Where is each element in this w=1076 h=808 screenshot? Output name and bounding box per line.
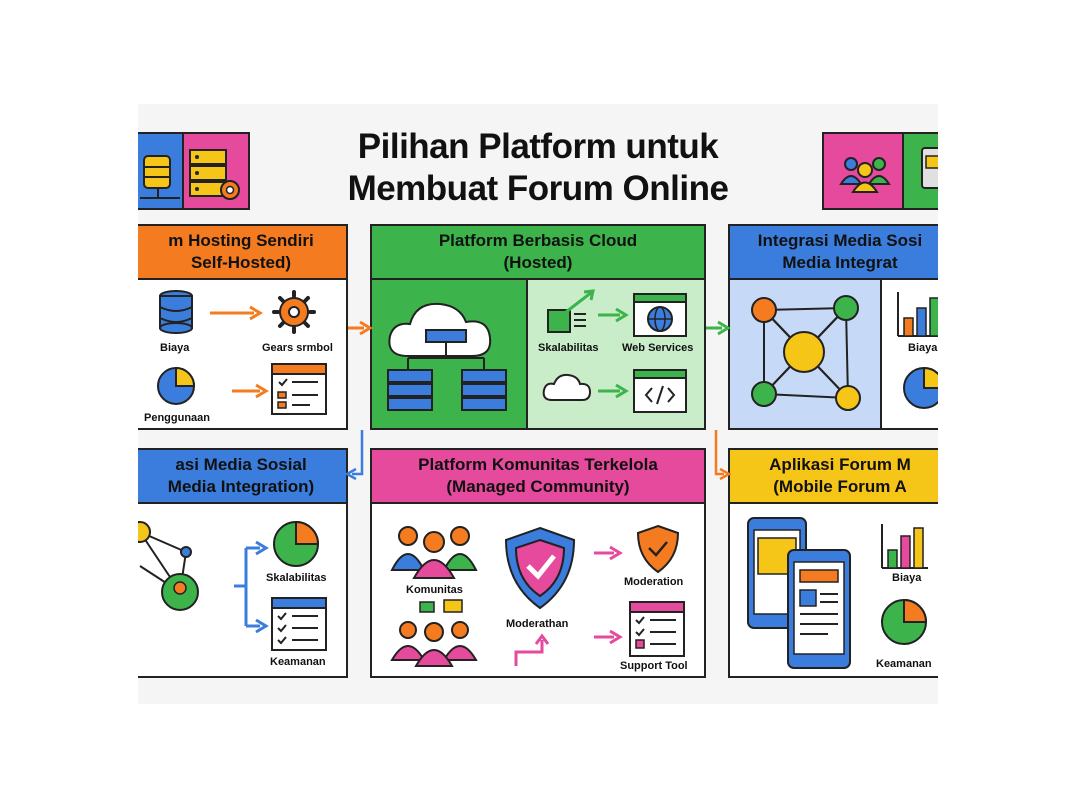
panel-managed-header: Platform Komunitas Terkelola (Managed Co… (372, 450, 704, 504)
people-group-icon (839, 157, 891, 193)
globe-icon (633, 293, 687, 337)
people-group-icon (390, 526, 478, 579)
server-gear-icon-box (182, 132, 250, 210)
database-icon (140, 155, 180, 199)
managed-label-moderation: Moderation (624, 576, 684, 588)
scalability-icon (547, 289, 595, 333)
connector-cloud-to-media-left (344, 430, 364, 481)
panel-self-hosted-header: m Hosting Sendiri Self-Hosted) (138, 226, 346, 280)
mobile-title-line-2: (Mobile Forum A (773, 477, 907, 496)
mobile-chat-icon-box (902, 132, 938, 210)
cloud-label-skalabilitas: Skalabilitas (538, 342, 599, 354)
arrow-right-icon (210, 305, 263, 321)
cloud-server-icon (387, 302, 507, 411)
self-hosted-title-line-2: Self-Hosted) (190, 253, 292, 272)
bar-chart-icon (897, 292, 938, 337)
diagram-title: Pilihan Platform untuk Membuat Forum Onl… (288, 126, 788, 210)
panel-mobile: Aplikasi Forum M (Mobile Forum A Biaya (728, 448, 938, 678)
managed-label-komunitas: Komunitas (406, 584, 463, 596)
panel-media-top-header: Integrasi Media Sosi Media Integrat (730, 226, 938, 280)
pie-chart-icon (903, 366, 938, 409)
managed-label-moderathan: Moderathan (506, 618, 569, 630)
bracket-arrow-icon (234, 540, 269, 634)
shield-check-icon (504, 526, 576, 610)
pie-chart-icon (881, 598, 928, 645)
panel-self-hosted: m Hosting Sendiri Self-Hosted) Biaya Gea… (138, 224, 348, 430)
media-left-title-line-1: asi Media Sosial (175, 455, 307, 474)
cloud-title-line-1: Platform Berbasis Cloud (438, 231, 638, 250)
arrow-right-icon (594, 629, 623, 645)
server-gear-icon (189, 149, 240, 200)
self-hosted-label-penggunaan: Penggunaan (144, 412, 211, 424)
checklist-icon (629, 601, 685, 657)
panel-mobile-header: Aplikasi Forum M (Mobile Forum A (730, 450, 938, 504)
panel-managed: Platform Komunitas Terkelola (Managed Co… (370, 448, 706, 678)
phone-icon (747, 517, 851, 669)
media-top-title-line-2: Media Integrat (782, 253, 898, 272)
cloud-icon (542, 373, 592, 401)
database-icon (159, 290, 193, 334)
media-top-label-biaya: Biaya (908, 342, 938, 354)
shield-check-icon (636, 524, 680, 574)
managed-title-line-2: (Managed Community) (446, 477, 630, 496)
arrow-right-icon (598, 383, 629, 399)
title-line-1: Pilihan Platform untuk (357, 127, 719, 166)
gear-icon (272, 290, 316, 334)
connector-self-to-cloud (348, 320, 373, 336)
mobile-title-line-1: Aplikasi Forum M (769, 455, 911, 474)
people-group-icon-box (822, 132, 904, 210)
people-group-icon (390, 599, 478, 667)
cloud-label-web-services: Web Services (622, 342, 694, 354)
arrow-right-icon (594, 545, 623, 561)
network-icon (138, 521, 199, 611)
panel-media-left: asi Media Sosial Media Integration) Skal… (138, 448, 348, 678)
arrow-right-icon (598, 307, 629, 323)
connector-cloud-to-media (706, 320, 731, 336)
self-hosted-label-biaya: Biaya (160, 342, 190, 354)
mobile-chat-icon (921, 147, 938, 189)
arrow-up-right-icon (514, 633, 550, 666)
pie-chart-icon (157, 366, 196, 405)
code-icon (633, 369, 687, 413)
cloud-title-line-2: (Hosted) (503, 253, 573, 272)
network-icon (751, 295, 861, 411)
diagram-canvas: Pilihan Platform untuk Membuat Forum Onl… (138, 104, 938, 704)
title-line-2: Membuat Forum Online (347, 169, 729, 208)
self-hosted-title-line-1: m Hosting Sendiri (168, 231, 314, 250)
self-hosted-label-gears: Gears srmbol (262, 342, 333, 354)
bar-chart-icon (881, 524, 928, 569)
panel-media-top: Integrasi Media Sosi Media Integrat (728, 224, 938, 430)
panel-cloud: Platform Berbasis Cloud (Hosted) Skalabi… (370, 224, 706, 430)
media-left-title-line-2: Media Integration) (167, 477, 315, 496)
media-left-label-keamanan: Keamanan (270, 656, 326, 668)
arrow-right-icon (232, 383, 269, 399)
mobile-label-biaya: Biaya (892, 572, 922, 584)
media-left-label-skalabilitas: Skalabilitas (266, 572, 327, 584)
media-top-title-line-1: Integrasi Media Sosi (757, 231, 923, 250)
managed-label-support-tool: Support Tool (620, 660, 688, 672)
database-icon-box (138, 132, 184, 210)
pie-chart-icon (273, 520, 320, 567)
managed-title-line-1: Platform Komunitas Terkelola (418, 455, 658, 474)
checklist-icon (271, 597, 327, 651)
panel-media-left-header: asi Media Sosial Media Integration) (138, 450, 346, 504)
checklist-icon (271, 363, 327, 415)
mobile-label-keamanan: Keamanan (876, 658, 932, 670)
panel-cloud-header: Platform Berbasis Cloud (Hosted) (372, 226, 704, 280)
